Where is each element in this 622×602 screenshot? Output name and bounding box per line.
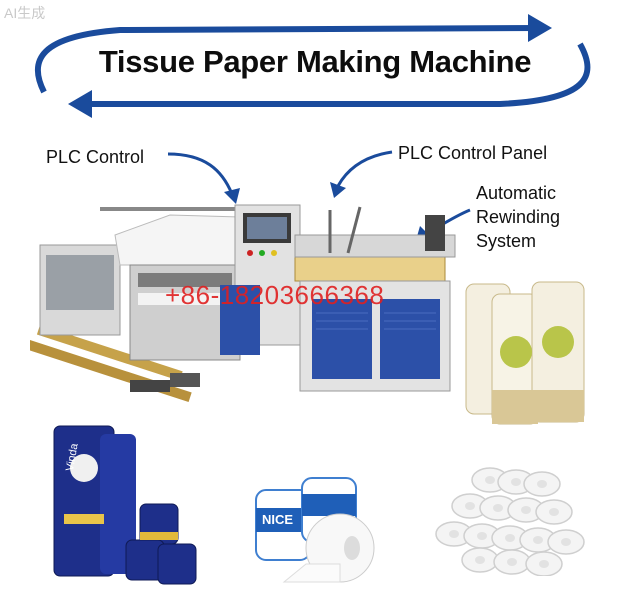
- top-rail: [100, 207, 250, 211]
- nice-toilet-rolls: [255, 477, 375, 583]
- blue-side-panel: [220, 285, 260, 355]
- rewind-motor: [425, 215, 445, 251]
- callout-plc-control: PLC Control: [46, 147, 145, 167]
- callout-rewinding-2: Rewinding: [476, 207, 561, 227]
- page-title: Tissue Paper Making Machine: [98, 44, 532, 79]
- arrow-plc-panel: [336, 150, 393, 187]
- blue-door-2: [380, 299, 440, 379]
- tissue-machine-image: [30, 204, 456, 403]
- arrow-plc-control: [167, 152, 234, 195]
- blue-tissue-package: [53, 425, 197, 585]
- tissue-roll-packs: [465, 281, 585, 425]
- callout-rewinding-3: System: [476, 231, 537, 251]
- lower-arrow-head: [68, 90, 92, 118]
- lower-arc-arrow: [80, 42, 591, 107]
- stacked-white-rolls: [435, 467, 585, 576]
- roller-stand: [130, 380, 170, 392]
- blue-door-1: [312, 299, 372, 379]
- upper-arc-arrow: [34, 25, 541, 94]
- rewind-roll: [294, 254, 446, 282]
- title-banner-arrows: [34, 14, 591, 118]
- paper-web: [114, 214, 241, 266]
- raw-roller-1: [36, 325, 183, 381]
- upper-arrow-head: [528, 14, 552, 42]
- callout-rewinding-1: Automatic: [476, 183, 557, 203]
- ai-generated-badge: AI生成: [4, 5, 46, 21]
- callout-plc-control-panel: PLC Control Panel: [398, 143, 548, 163]
- nice-brand-label: NICE: [262, 512, 294, 527]
- phone-watermark: +86-18203666368: [165, 280, 385, 310]
